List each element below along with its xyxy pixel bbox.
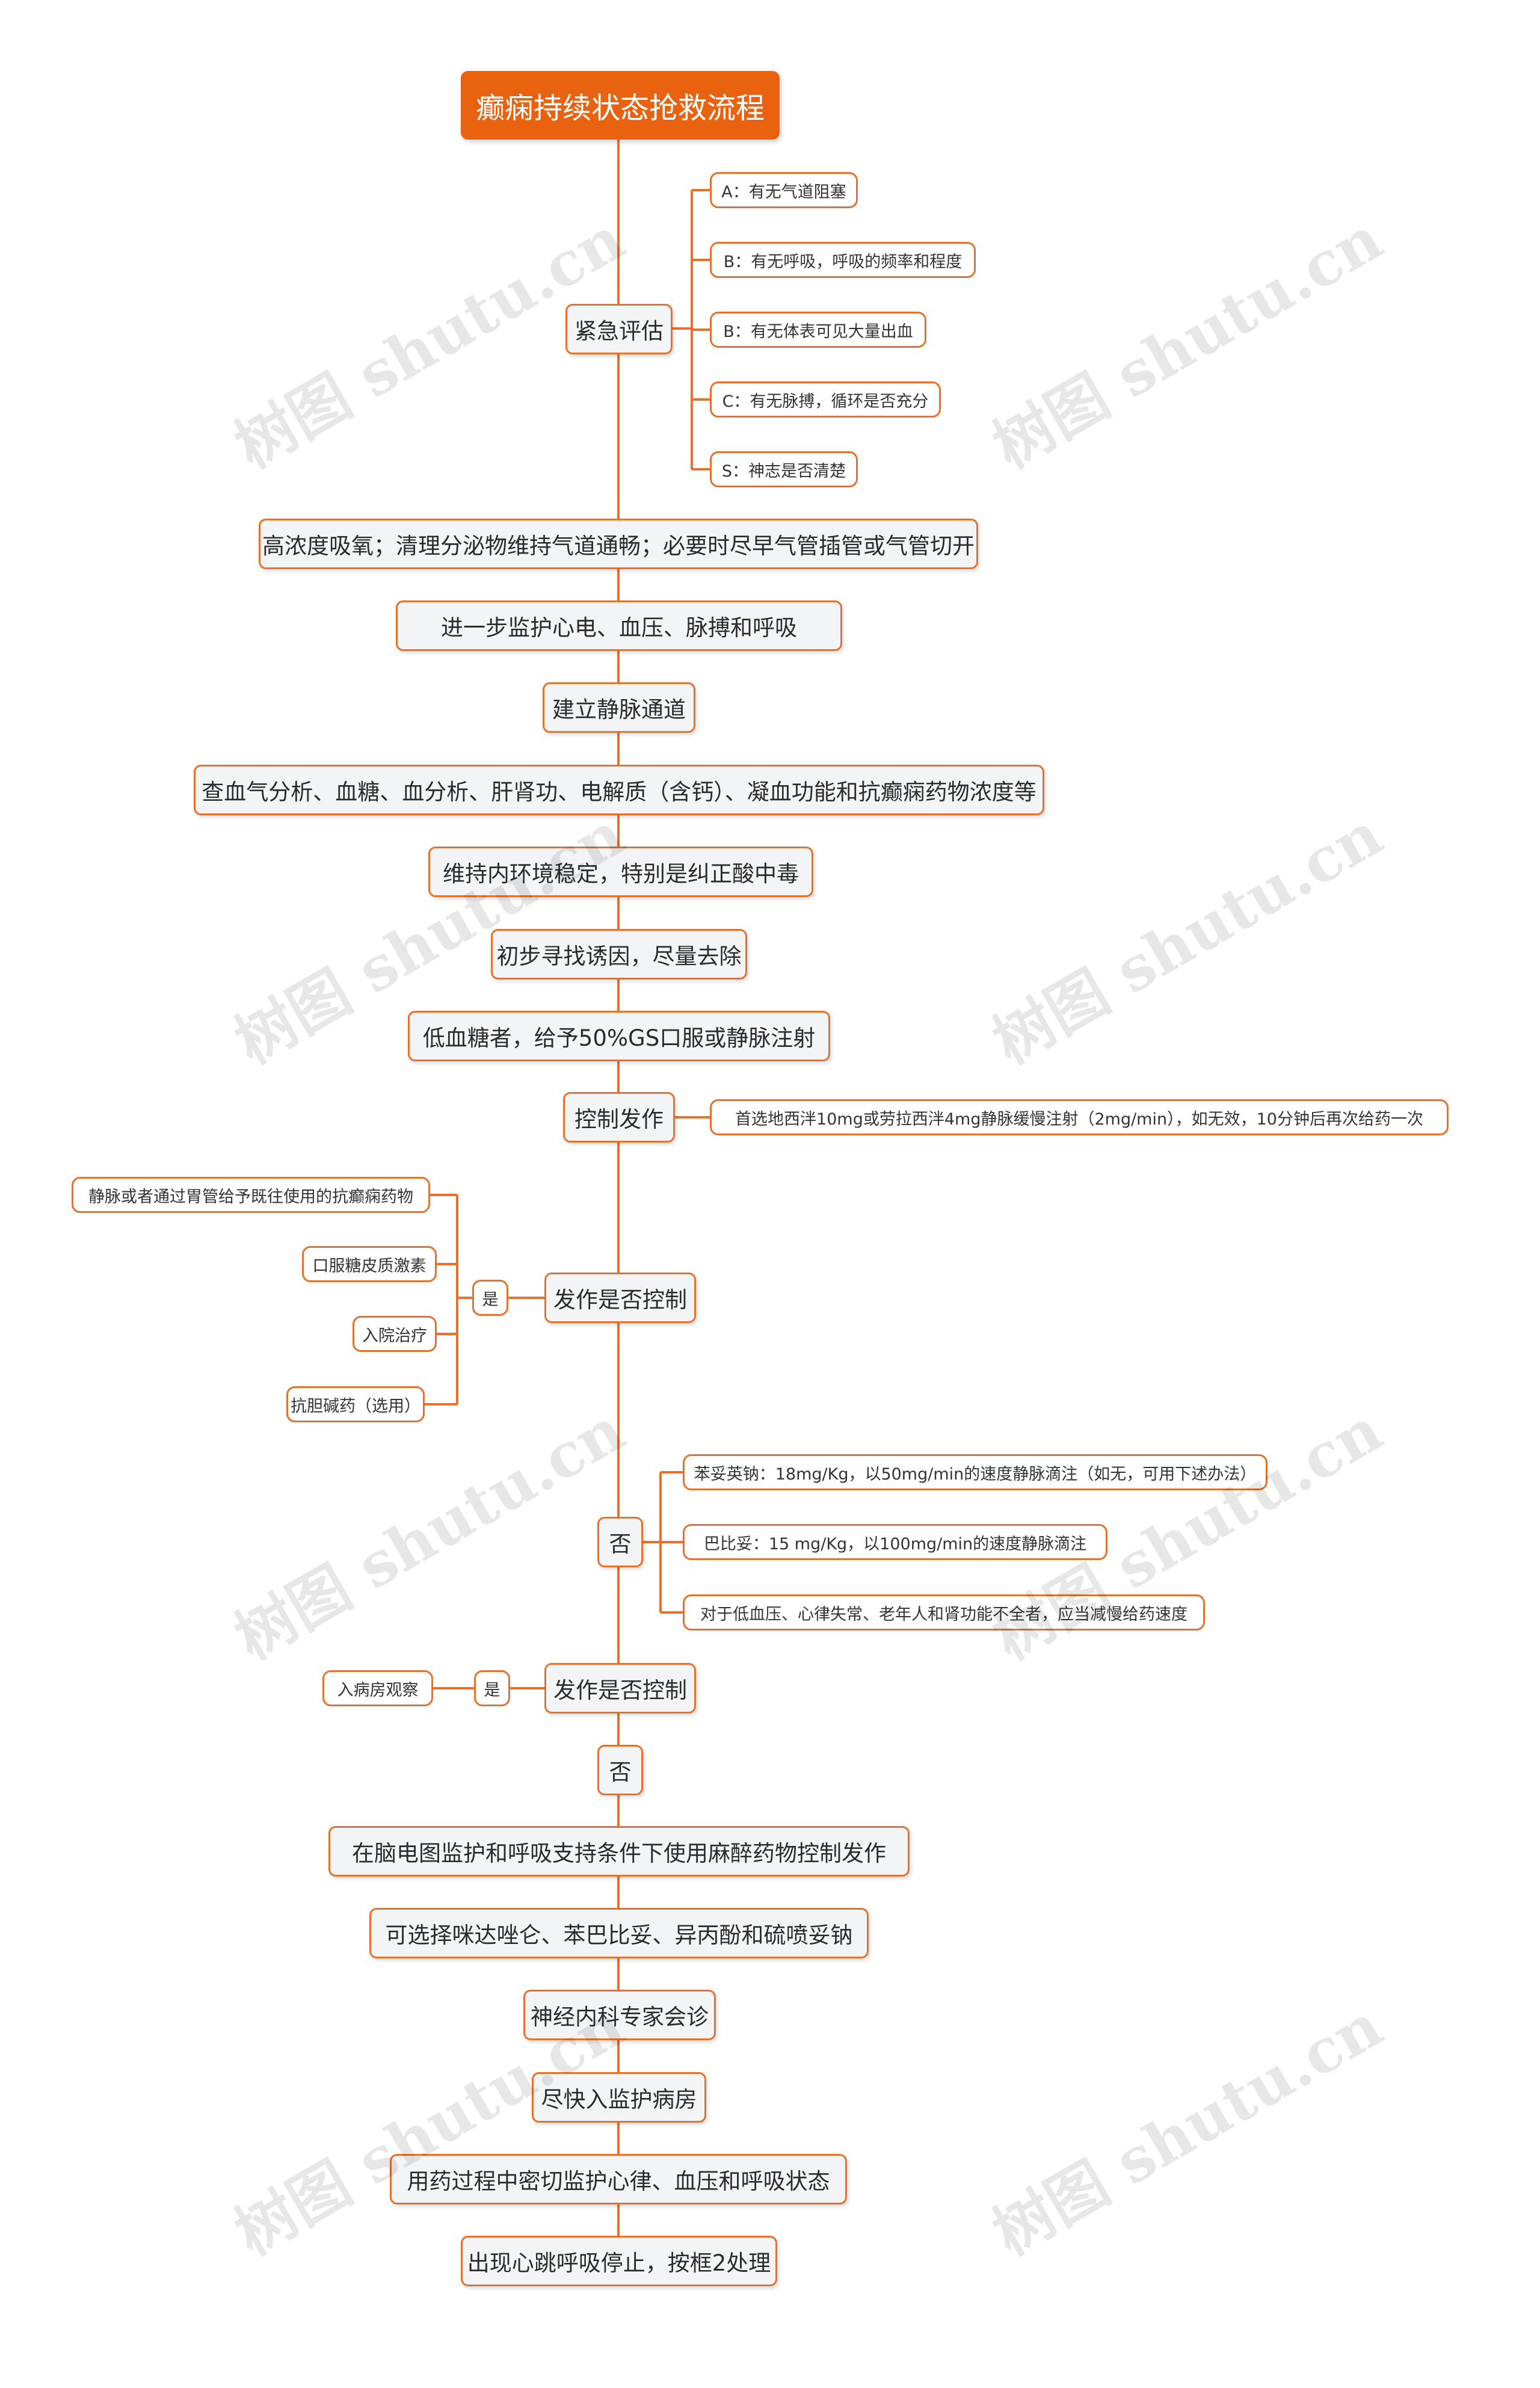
final-step-consultation[interactable]: 神经内科专家会诊 (523, 1990, 716, 2040)
assessment-item-airway[interactable]: A：有无气道阻塞 (710, 172, 858, 208)
assessment-item-consciousness[interactable]: S：神志是否清楚 (710, 451, 858, 487)
assessment-node[interactable]: 紧急评估 (565, 304, 673, 354)
final-step-cardiac-arrest[interactable]: 出现心跳呼吸停止，按框2处理 (461, 2236, 777, 2286)
step-monitoring[interactable]: 进一步监护心电、血压、脉搏和呼吸 (396, 600, 842, 651)
check1-no-label[interactable]: 否 (597, 1517, 643, 1567)
final-step-anesthetics[interactable]: 在脑电图监护和呼吸支持条件下使用麻醉药物控制发作 (328, 1826, 910, 1877)
check1-no-item-caution[interactable]: 对于低血压、心律失常、老年人和肾功能不全者，应当减慢给药速度 (683, 1594, 1205, 1631)
step-lab-tests[interactable]: 查血气分析、血糖、血分析、肝肾功、电解质（含钙）、凝血功能和抗癫痫药物浓度等 (194, 765, 1044, 815)
seizure-controlled-check-2[interactable]: 发作是否控制 (544, 1663, 696, 1714)
check1-yes-item-corticosteroid[interactable]: 口服糖皮质激素 (302, 1246, 437, 1282)
assessment-item-circulation[interactable]: C：有无脉搏，循环是否充分 (710, 381, 941, 418)
final-step-icu[interactable]: 尽快入监护病房 (532, 2072, 706, 2123)
step-iv-access[interactable]: 建立静脉通道 (543, 682, 695, 733)
check1-no-item-barbiturate[interactable]: 巴比妥：15 mg/Kg，以100mg/min的速度静脉滴注 (683, 1524, 1107, 1560)
step-oxygen-airway[interactable]: 高浓度吸氧；清理分泌物维持气道通畅；必要时尽早气管插管或气管切开 (259, 519, 978, 569)
check1-yes-item-admission[interactable]: 入院治疗 (353, 1316, 437, 1352)
control-seizure-node[interactable]: 控制发作 (563, 1092, 675, 1143)
step-acidosis[interactable]: 维持内环境稳定，特别是纠正酸中毒 (428, 847, 813, 897)
check2-no-label[interactable]: 否 (597, 1745, 643, 1795)
check1-no-item-phenytoin[interactable]: 苯妥英钠：18mg/Kg，以50mg/min的速度静脉滴注（如无，可用下述办法） (683, 1454, 1267, 1490)
check2-yes-label[interactable]: 是 (474, 1670, 510, 1706)
step-find-cause[interactable]: 初步寻找诱因，尽量去除 (491, 929, 747, 980)
check1-yes-item-anticholinergic[interactable]: 抗胆碱药（选用） (286, 1386, 425, 1422)
check2-yes-item-ward[interactable]: 入病房观察 (322, 1670, 433, 1706)
assessment-item-breathing[interactable]: B：有无呼吸，呼吸的频率和程度 (710, 242, 976, 278)
final-step-drug-options[interactable]: 可选择咪达唑仑、苯巴比妥、异丙酚和硫喷妥钠 (369, 1908, 869, 1958)
final-step-close-monitoring[interactable]: 用药过程中密切监护心律、血压和呼吸状态 (390, 2154, 847, 2204)
seizure-controlled-check-1[interactable]: 发作是否控制 (544, 1273, 696, 1323)
control-seizure-note[interactable]: 首选地西泮10mg或劳拉西泮4mg静脉缓慢注射（2mg/min），如无效，10分… (710, 1099, 1449, 1135)
check1-yes-label[interactable]: 是 (472, 1280, 508, 1316)
step-hypoglycemia[interactable]: 低血糖者，给予50%GS口服或静脉注射 (408, 1011, 830, 1061)
flowchart-title: 癫痫持续状态抢救流程 (461, 71, 780, 140)
assessment-item-bleeding[interactable]: B：有无体表可见大量出血 (710, 312, 926, 348)
check1-yes-item-antiepileptic[interactable]: 静脉或者通过胃管给予既往使用的抗癫痫药物 (72, 1177, 430, 1213)
